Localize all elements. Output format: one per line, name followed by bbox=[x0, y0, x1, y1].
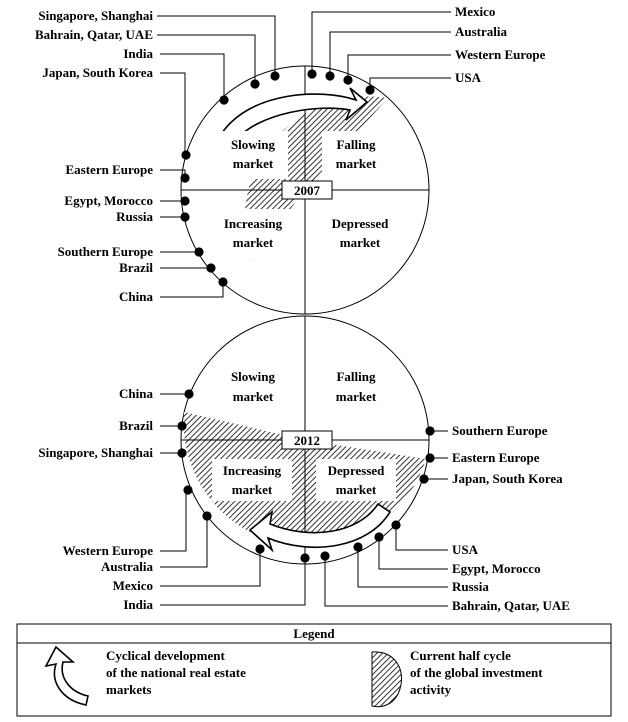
quadrant-box-top-right bbox=[322, 131, 390, 179]
quadrant-label: market bbox=[340, 235, 381, 250]
legend-title: Legend bbox=[293, 626, 335, 641]
quadrant-label: market bbox=[336, 389, 377, 404]
country-label: China bbox=[119, 386, 153, 401]
quadrant-box-bottom-left bbox=[214, 209, 292, 259]
legend-item-text: of the global investment bbox=[410, 665, 543, 680]
country-label: Southern Europe bbox=[58, 244, 154, 259]
legend-item-text: Cyclical development bbox=[106, 648, 225, 663]
country-labels: China Brazil Singapore, Shanghai Western… bbox=[38, 386, 570, 613]
cyclical-arrow-icon bbox=[248, 502, 392, 553]
cycle-diagram-2012: Slowing market Falling market Increasing… bbox=[38, 315, 570, 613]
country-label: Singapore, Shanghai bbox=[38, 445, 153, 460]
quadrant-label: Depressed bbox=[332, 216, 390, 231]
country-label: Australia bbox=[101, 559, 154, 574]
country-label: USA bbox=[452, 542, 479, 557]
country-label: India bbox=[123, 597, 153, 612]
quadrant-box-bottom-right bbox=[316, 459, 396, 501]
country-label: Western Europe bbox=[63, 543, 154, 558]
country-label: Bahrain, Qatar, UAE bbox=[452, 598, 570, 613]
country-label: Mexico bbox=[113, 578, 153, 593]
country-label: Russia bbox=[116, 209, 153, 224]
quadrant-box-top-left bbox=[220, 131, 288, 179]
quadrant-label: market bbox=[336, 482, 377, 497]
country-label: Singapore, Shanghai bbox=[38, 8, 153, 23]
legend-item-text: activity bbox=[410, 682, 452, 697]
quadrant-label: market bbox=[232, 482, 273, 497]
quadrant-label: market bbox=[233, 235, 274, 250]
quadrant-label: market bbox=[233, 389, 274, 404]
quadrant-label: Depressed bbox=[328, 463, 386, 478]
quadrant-label: market bbox=[336, 156, 377, 171]
legend-box bbox=[16, 623, 612, 717]
leader-lines bbox=[160, 393, 448, 607]
year-label: 2012 bbox=[294, 433, 320, 448]
country-label: Russia bbox=[452, 579, 489, 594]
country-label: Southern Europe bbox=[452, 423, 548, 438]
country-label: Egypt, Morocco bbox=[64, 193, 153, 208]
country-label: Egypt, Morocco bbox=[452, 561, 541, 576]
country-label: Japan, South Korea bbox=[42, 65, 153, 80]
country-markers bbox=[177, 389, 435, 563]
country-markers bbox=[180, 69, 375, 287]
leader-lines bbox=[157, 11, 451, 298]
curved-arrow-icon bbox=[44, 645, 89, 706]
country-label: Mexico bbox=[455, 4, 495, 19]
quadrant-label: Falling bbox=[336, 369, 376, 384]
quadrant-label: Falling bbox=[336, 137, 376, 152]
hatched-halfcircle-icon bbox=[371, 651, 403, 708]
country-labels: Singapore, Shanghai Bahrain, Qatar, UAE … bbox=[35, 4, 546, 304]
cycle-diagram-2007: Slowing market Falling market Increasing… bbox=[35, 4, 546, 315]
legend-item-text: of the national real estate bbox=[106, 665, 246, 680]
country-label: Eastern Europe bbox=[65, 162, 153, 177]
quadrant-label: Increasing bbox=[224, 216, 283, 231]
year-badge bbox=[281, 180, 333, 200]
country-label: Japan, South Korea bbox=[452, 471, 563, 486]
country-label: USA bbox=[455, 70, 482, 85]
legend-item-text: Current half cycle bbox=[410, 648, 511, 663]
quadrant-label: Slowing bbox=[231, 137, 276, 152]
country-label: Brazil bbox=[119, 260, 153, 275]
country-label: Brazil bbox=[119, 418, 153, 433]
year-label: 2007 bbox=[294, 183, 321, 198]
quadrant-label: Increasing bbox=[223, 463, 282, 478]
country-label: China bbox=[119, 289, 153, 304]
cyclical-arrow-icon bbox=[220, 87, 369, 144]
country-label: Bahrain, Qatar, UAE bbox=[35, 27, 153, 42]
quadrant-label: Slowing bbox=[231, 369, 276, 384]
country-label: Western Europe bbox=[455, 47, 546, 62]
country-label: Eastern Europe bbox=[452, 450, 540, 465]
country-label: India bbox=[123, 46, 153, 61]
quadrant-box-bottom-left bbox=[212, 459, 292, 501]
legend-item-text: markets bbox=[106, 682, 152, 697]
legend: Legend Cyclical development of the natio… bbox=[16, 623, 612, 717]
country-label: Australia bbox=[455, 24, 508, 39]
year-badge bbox=[281, 430, 333, 450]
quadrant-label: market bbox=[233, 156, 274, 171]
